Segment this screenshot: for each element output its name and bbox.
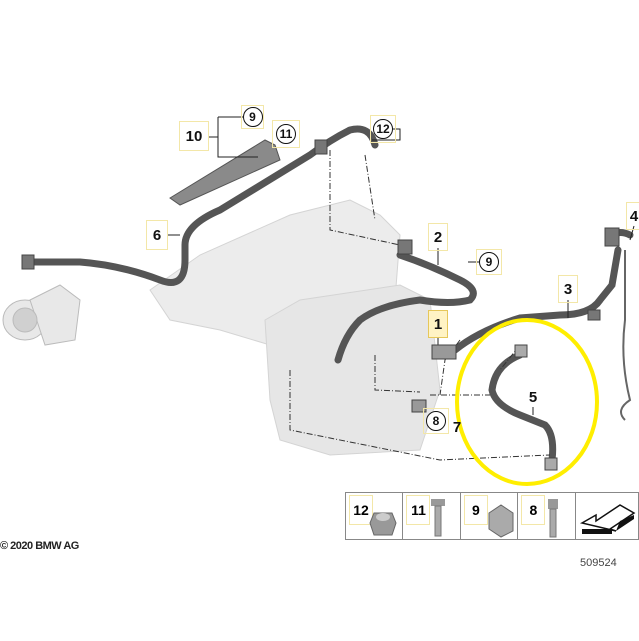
- hose-6: [24, 125, 379, 286]
- legend-cell-arrow: [576, 493, 638, 539]
- bracket-10: [169, 139, 281, 206]
- legend-num: 8: [521, 495, 546, 525]
- dash-dot-lines: [289, 150, 551, 461]
- bolt-icon: [548, 499, 559, 538]
- legend-num: 9: [463, 495, 488, 525]
- clip-nut-icon: [488, 504, 514, 538]
- legend-cell-8: 8: [518, 493, 576, 539]
- label-5: 5: [528, 388, 538, 406]
- diagram-code: 509524: [580, 557, 617, 569]
- arrow-icon: [579, 504, 636, 534]
- highlight-ellipse: [455, 318, 599, 486]
- legend-num: 11: [406, 495, 431, 525]
- label-3: 3: [558, 275, 578, 303]
- label-8: 8: [423, 408, 449, 434]
- label-4: 4: [626, 202, 639, 230]
- label-text: 9: [242, 107, 263, 127]
- label-text: 11: [276, 124, 296, 144]
- copyright: © 2020 BMW AG: [0, 540, 79, 552]
- connectors: [21, 139, 620, 471]
- hose-4-lines: [620, 250, 632, 421]
- intake-manifold: [149, 199, 441, 456]
- label-1: 1: [428, 310, 448, 338]
- legend-cell-11: 11: [403, 493, 461, 539]
- legend-num: 12: [349, 495, 373, 525]
- label-10: 10: [179, 121, 209, 151]
- label-2: 2: [428, 223, 448, 251]
- label-7: 7: [452, 418, 462, 436]
- hose-2: [334, 251, 477, 364]
- parts-legend: 12 11 9 8: [345, 492, 639, 540]
- screw-icon: [431, 499, 446, 537]
- nut-icon: [369, 512, 397, 536]
- hose-3: [451, 246, 622, 354]
- label-6: 6: [146, 220, 168, 250]
- legend-cell-9: 9: [461, 493, 519, 539]
- legend-cell-12: 12: [346, 493, 404, 539]
- turbo-pipe: [2, 284, 81, 346]
- leader-lines: [168, 116, 635, 415]
- label-text: 9: [479, 252, 499, 272]
- label-9-top: 9: [241, 105, 264, 129]
- label-9-right: 9: [476, 249, 502, 275]
- label-12: 12: [370, 115, 396, 143]
- label-text: 8: [426, 411, 446, 431]
- label-text: 12: [373, 119, 393, 139]
- hoses: [24, 125, 634, 464]
- label-11: 11: [272, 120, 300, 148]
- hose-5: [488, 351, 557, 464]
